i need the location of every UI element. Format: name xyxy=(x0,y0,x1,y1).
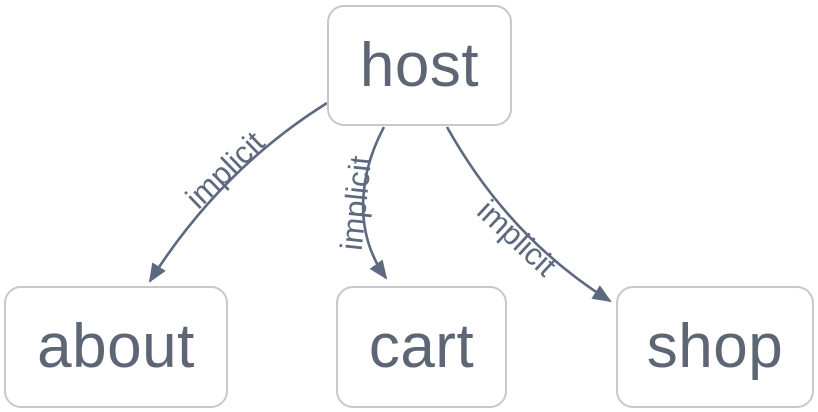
edge-host-shop xyxy=(445,126,612,303)
node-label: about xyxy=(37,312,195,381)
node-shop[interactable]: shop xyxy=(616,286,814,408)
node-label: host xyxy=(359,30,480,100)
edge-host-about xyxy=(148,101,328,283)
edges-group xyxy=(148,101,612,303)
edge-host-cart xyxy=(361,126,388,280)
node-label: shop xyxy=(646,312,784,381)
node-about[interactable]: about xyxy=(4,286,228,408)
node-cart[interactable]: cart xyxy=(336,286,507,408)
node-label: cart xyxy=(368,312,475,381)
node-host[interactable]: host xyxy=(327,5,512,126)
